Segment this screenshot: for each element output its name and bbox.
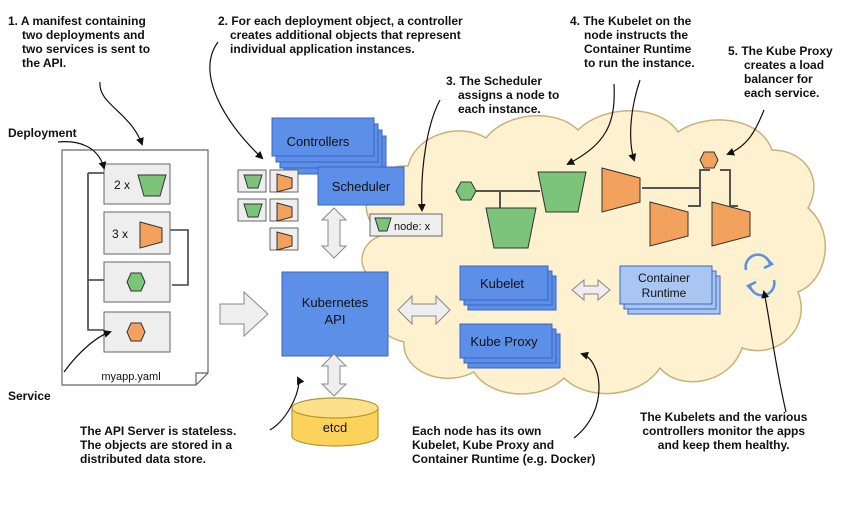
deployment-object-1: 2 x [103, 163, 171, 205]
kubelet-note-line-2: controllers monitor the apps [642, 424, 806, 438]
deployment-2-count: 3 x [112, 227, 128, 241]
service-object-2 [103, 311, 171, 353]
step-4-line-4: to run the instance. [584, 56, 695, 70]
container-runtime-label-2: Runtime [642, 286, 687, 300]
running-pod-orange-2 [649, 201, 689, 247]
step-5-annotation: 5. The Kube Proxy creates a load balance… [728, 44, 833, 100]
step-4-line-2: node instructs the [584, 28, 689, 42]
manifest-filename: myapp.yaml [101, 371, 160, 383]
kube-proxy-box: Kube Proxy [459, 323, 561, 369]
kubelet-label: Kubelet [480, 276, 524, 291]
service-label: Service [8, 389, 51, 403]
step-3-line-3: each instance. [458, 102, 541, 116]
api-note-line-2: The objects are stored in a [80, 438, 233, 452]
step-1-line-1: 1. A manifest containing [8, 14, 146, 28]
arrow-kubelet-runtime [571, 278, 611, 302]
kubelet-note-line-1: The Kubelets and the various [640, 410, 808, 424]
running-instances [455, 151, 751, 249]
step-4-line-3: Container Runtime [584, 42, 692, 56]
arrow-api-kubelet [397, 294, 451, 326]
callout-lines [57, 41, 787, 439]
pod-icon-orange [139, 221, 163, 249]
etcd-label: etcd [323, 420, 348, 435]
node-cloud [361, 110, 826, 395]
running-pod-orange-1 [601, 167, 641, 213]
step-3-line-2: assigns a node to [458, 88, 560, 102]
running-pod-green-2 [537, 171, 587, 213]
etcd-cylinder: etcd [291, 397, 379, 447]
arrow-controllers-api [320, 207, 348, 259]
node-tag-label: node: x [394, 221, 431, 233]
container-runtime-box: Container Runtime [619, 265, 721, 315]
running-pod-orange-3 [711, 201, 751, 247]
api-label-line-1: Kubernetes [302, 295, 369, 310]
container-runtime-label-1: Container [638, 271, 690, 285]
deployment-1-count: 2 x [114, 178, 130, 192]
step-2-line-2: creates additional objects that represen… [230, 28, 461, 42]
api-label-line-2: API [325, 312, 346, 327]
scheduler-label: Scheduler [332, 179, 391, 194]
step-1-line-3: two services is sent to [22, 42, 151, 56]
arrow-api-etcd [320, 353, 348, 397]
scheduler-box: Scheduler [317, 166, 405, 206]
step-5-line-2: creates a load [744, 58, 825, 72]
running-service-icon-orange [699, 151, 719, 169]
kubelet-note-line-3: and keep them healthy. [657, 438, 790, 452]
step-5-line-4: each service. [744, 86, 820, 100]
step-1-line-2: two deployments and [22, 28, 145, 42]
running-pod-green-1 [485, 207, 537, 249]
node-note-line-3: Container Runtime (e.g. Docker) [412, 452, 596, 466]
pod-instances [237, 169, 299, 251]
api-note-line-1: The API Server is stateless. [80, 424, 237, 438]
controllers-label: Controllers [287, 134, 350, 149]
step-2-line-3: individual application instances. [230, 42, 415, 56]
api-server-note: The API Server is stateless. The objects… [80, 424, 236, 466]
node-note-line-1: Each node has its own [412, 424, 542, 438]
deployment-label: Deployment [8, 126, 77, 140]
controllers-box: Controllers [271, 117, 387, 175]
kubernetes-api-box: Kubernetes API [281, 271, 389, 357]
node-assignment-tag: node: x [369, 213, 443, 237]
kubelet-note: The Kubelets and the various controllers… [640, 410, 807, 452]
kube-proxy-label: Kube Proxy [470, 334, 538, 349]
deployment-object-2: 3 x [103, 211, 171, 255]
service-icon-green [126, 272, 146, 292]
step-4-line-1: 4. The Kubelet on the [570, 14, 692, 28]
step-3-line-1: 3. The Scheduler [446, 74, 543, 88]
arrow-manifest-api [219, 290, 269, 338]
step-2-annotation: 2. For each deployment object, a control… [218, 14, 463, 56]
step-5-line-1: 5. The Kube Proxy [728, 44, 833, 58]
kubelet-box: Kubelet [459, 265, 557, 311]
running-service-icon-green [455, 181, 477, 201]
step-4-annotation: 4. The Kubelet on the node instructs the… [570, 14, 695, 70]
node-note-line-2: Kubelet, Kube Proxy and [412, 438, 555, 452]
step-2-line-1: 2. For each deployment object, a control… [218, 14, 463, 28]
api-note-line-3: distributed data store. [80, 452, 207, 466]
service-icon-orange [126, 322, 146, 342]
step-1-annotation: 1. A manifest containing two deployments… [8, 14, 150, 70]
pod-icon-green [137, 174, 167, 197]
node-note: Each node has its own Kubelet, Kube Prox… [412, 424, 595, 466]
service-object-1 [103, 261, 171, 303]
step-1-line-4: the API. [22, 56, 67, 70]
step-5-line-3: balancer for [744, 72, 813, 86]
step-3-annotation: 3. The Scheduler assigns a node to each … [446, 74, 559, 116]
